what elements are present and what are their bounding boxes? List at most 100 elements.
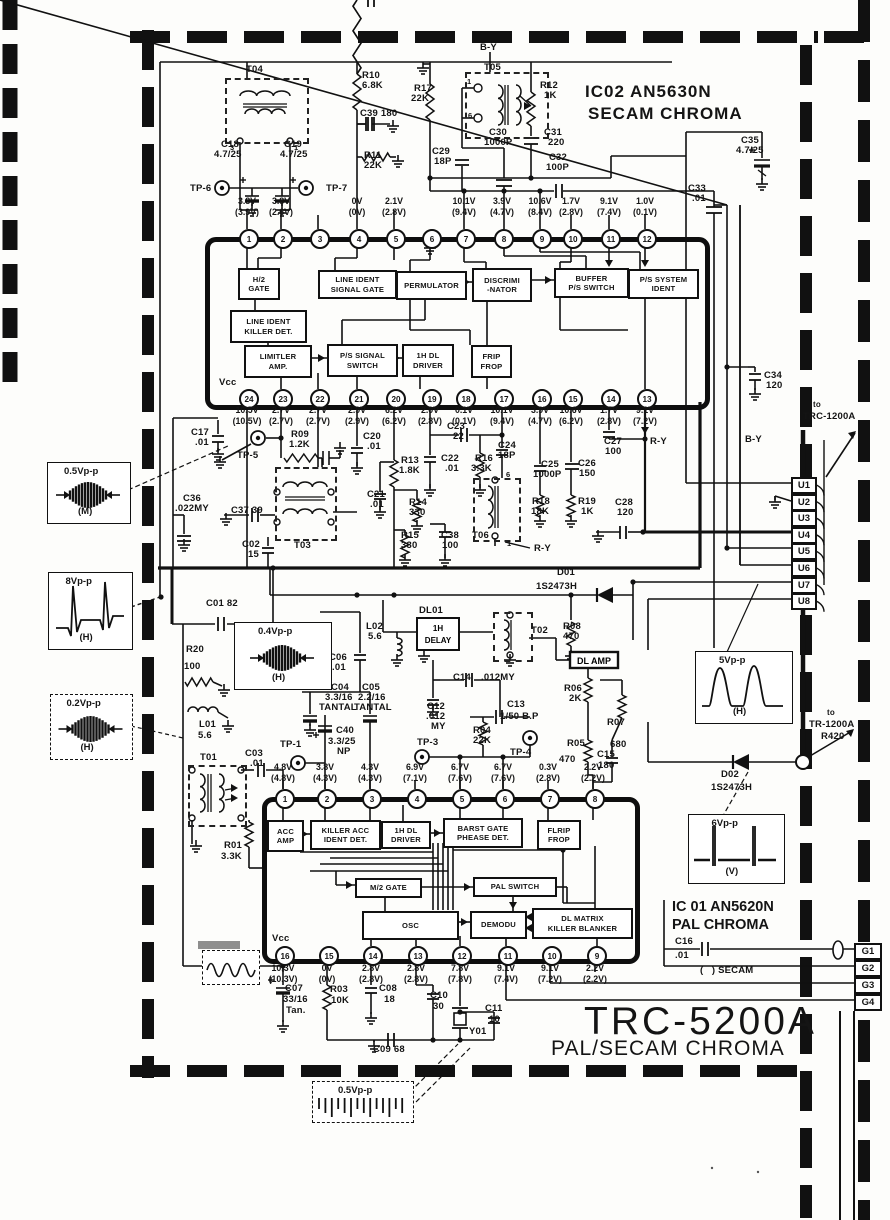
block-osc: OSC [362, 911, 459, 940]
pin-ic01-7: 7 [540, 789, 560, 809]
label-C02: C02 [242, 539, 261, 550]
label-4-7-25: 4.7/25 [280, 149, 308, 160]
label-C28: C28 [615, 497, 634, 508]
label-T02: T02 [531, 625, 548, 636]
pin-voltage2-ic02-9: (8.4V) [528, 207, 552, 217]
block-permulator: PERMULATOR [396, 271, 467, 300]
pin-voltage-ic02-12: 1.0V [635, 196, 655, 206]
label-C38: C38 [441, 530, 460, 541]
label-22K: 22K [364, 160, 383, 171]
ic02-vcc-label: Vcc [219, 377, 237, 388]
label-TP-5: TP-5 [237, 450, 259, 461]
label-Y01: Y01 [469, 1026, 487, 1037]
label-18P: 18P [498, 450, 516, 461]
label-18K: 18K [531, 506, 550, 517]
label-R17: R17 [414, 83, 433, 94]
pin-voltage2-ic02-17: (9.4V) [490, 416, 514, 426]
label-120: 120 [766, 380, 783, 391]
label-C27: C27 [604, 436, 623, 447]
pin-ic02-8: 8 [494, 229, 514, 249]
waveform-box-7 [202, 950, 260, 985]
label-15: 15 [248, 549, 259, 560]
pin-voltage2-ic02-23: (2.7V) [269, 416, 293, 426]
pin-ic01-15: 15 [319, 946, 339, 966]
pin-ic01-4: 4 [407, 789, 427, 809]
pin-voltage-ic02-24: 10.5V [235, 405, 259, 415]
pin-voltage2-ic02-24: (10.5V) [232, 416, 262, 426]
label-R16: R16 [475, 453, 494, 464]
main-title: TRC-5200A [584, 1000, 817, 1043]
pin-voltage2-ic01-1: (4.8V) [271, 773, 295, 783]
label-R-Y: R-Y [650, 436, 667, 447]
pin-ic02-22: 22 [310, 389, 330, 409]
transformer-t05 [465, 72, 549, 139]
label-L01: L01 [199, 719, 216, 730]
label-C35: C35 [741, 135, 760, 146]
waveform-rate: (H) [272, 672, 286, 683]
label-C23: C23 [447, 421, 466, 432]
label-R12: R12 [540, 80, 559, 91]
waveform-value: 8Vp-p [65, 576, 92, 587]
label-R18: R18 [532, 496, 551, 507]
connector-u5: U5 [791, 543, 817, 561]
pin-ic02-5: 5 [386, 229, 406, 249]
label-T03: T03 [294, 540, 311, 551]
label-R15: R15 [401, 530, 420, 541]
pin-voltage-ic01-10: 9.1V [540, 963, 560, 973]
label-1K: 1K [581, 506, 594, 517]
pin-ic01-13: 13 [408, 946, 428, 966]
transformer-t01 [188, 765, 247, 827]
pin-ic02-14: 14 [601, 389, 621, 409]
label-TP-6: TP-6 [190, 183, 212, 194]
label-C32: C32 [549, 152, 568, 163]
label-R-Y: R-Y [534, 543, 551, 554]
waveform-rate: (H) [80, 742, 94, 753]
pin-voltage2-ic01-9: (2.2V) [583, 974, 607, 984]
label-C15: C15 [597, 749, 616, 760]
connector-g3: G3 [854, 977, 882, 994]
label-6-8K: 6.8K [362, 80, 383, 91]
pin-voltage-ic01-3: 4.3V [360, 762, 380, 772]
pin-voltage2-ic01-14: (2.8V) [359, 974, 383, 984]
pin-voltage-ic01-9: 2.2V [585, 963, 605, 973]
pin-voltage-ic02-9: 10.6V [528, 196, 552, 206]
pin-voltage-ic01-2: 3.8V [315, 762, 335, 772]
label-C06: C06 [329, 652, 348, 663]
label-150: 150 [579, 468, 596, 479]
connector-u1: U1 [791, 477, 817, 494]
waveform-value: 0.4Vp-p [258, 626, 293, 637]
block-pal-switch: PAL SWITCH [473, 877, 557, 897]
svg-text:1H: 1H [433, 624, 443, 633]
label-C05: C05 [362, 682, 381, 693]
pin-voltage-ic02-7: 10.1V [452, 196, 476, 206]
label-C34: C34 [764, 370, 783, 381]
pin-voltage-ic02-21: 2.9V [347, 405, 367, 415]
pin-ic01-14: 14 [363, 946, 383, 966]
label-C03: C03 [245, 748, 264, 759]
label-470: 470 [563, 631, 580, 642]
pin-voltage-ic02-15: 10.6V [559, 405, 583, 415]
connector-u2: U2 [791, 493, 817, 511]
label-C11: C11 [485, 1003, 503, 1014]
label-R11: R11 [364, 150, 382, 161]
waveform-rate: (H) [79, 632, 93, 643]
label-4-7-25: 4.7/25 [214, 149, 242, 160]
label-Tan-: Tan. [286, 1005, 306, 1016]
pin-ic02-17: 17 [494, 389, 514, 409]
label-B-Y: B-Y [480, 42, 497, 53]
label-22K: 22K [411, 93, 430, 104]
label-R19: R19 [578, 496, 597, 507]
pin-ic02-2: 2 [273, 229, 293, 249]
pin-ic02-4: 4 [349, 229, 369, 249]
connector-u6: U6 [791, 560, 817, 577]
pin-voltage-ic01-7: 0.3V [538, 762, 558, 772]
pin-digit-6: 6 [468, 111, 473, 120]
label-C20: C20 [363, 431, 382, 442]
pin-voltage2-ic02-7: (9.4V) [452, 207, 476, 217]
label-D02: D02 [721, 769, 740, 780]
pin-ic01-8: 8 [585, 789, 605, 809]
pin-ic01-5: 5 [452, 789, 472, 809]
